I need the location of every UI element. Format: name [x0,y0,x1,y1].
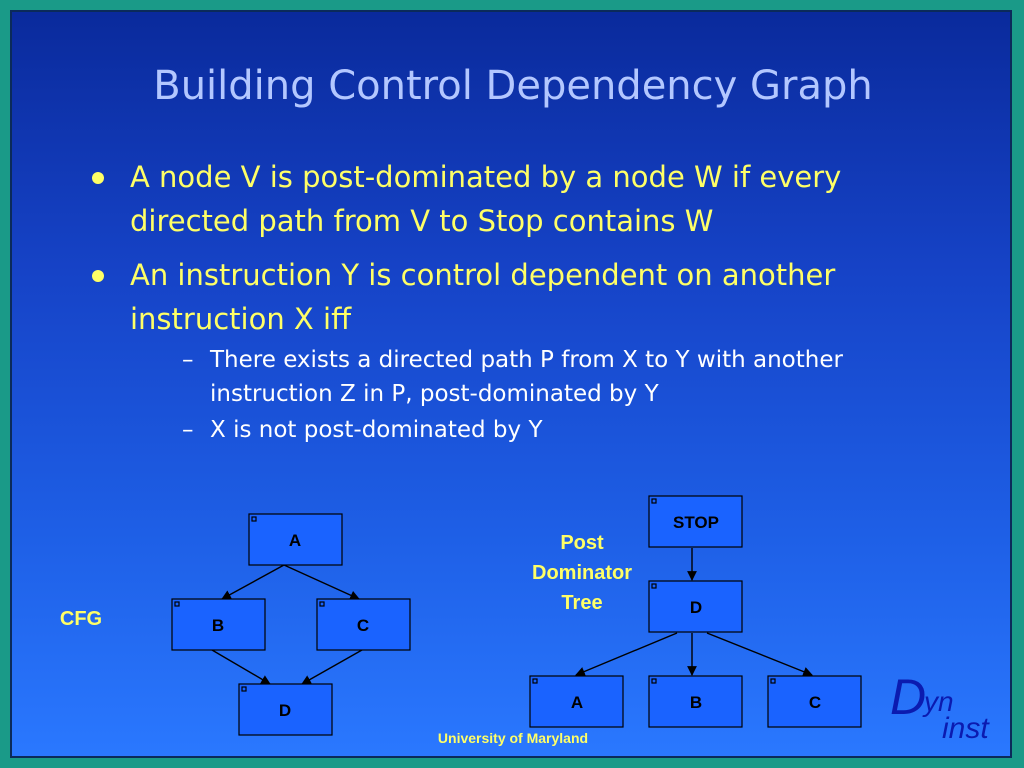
bullet-text: An instruction Y is control dependent on… [130,258,836,336]
sub-bullet-item: – There exists a directed path P from X … [130,343,932,411]
logo-yn-text: yn [924,686,954,717]
pdt-node-stop: STOP [648,495,743,548]
cfg-edge-a-c [283,564,360,600]
cfg-node-b: B [171,598,266,651]
pdt-node-d-label: D [690,598,702,617]
footer-university: University of Maryland [437,730,589,746]
bullet-text: A node V is post-dominated by a node W i… [130,160,842,238]
pdt-node-c-label: C [809,693,821,712]
cfg-edge-a-b [221,564,285,600]
bullet-item: A node V is post-dominated by a node W i… [92,155,932,243]
bullet-item: An instruction Y is control dependent on… [92,253,932,447]
cfg-edge-b-d [211,649,271,685]
slide: Building Control Dependency Graph A node… [10,10,1012,758]
pdt-node-a-label: A [571,693,583,712]
pdt-caption-line: Tree [561,592,603,614]
bullet-dot-icon [92,270,104,282]
cfg-node-c: C [316,598,411,651]
cfg-node-a-label: A [289,531,301,550]
cfg-caption: CFG [59,608,103,630]
cfg-node-a: A [248,513,343,566]
sub-bullet-item: – X is not post-dominated by Y [130,413,932,447]
cfg-node-c-label: C [357,616,369,635]
pdt-node-b: B [648,675,743,728]
cfg-node-d: D [238,683,333,736]
pdt-node-b-label: B [690,693,702,712]
bullet-list: A node V is post-dominated by a node W i… [92,155,932,457]
logo-d-letter: D [890,669,927,725]
pdt-node-a: A [529,675,624,728]
cfg-edge-c-d [301,649,363,685]
slide-title: Building Control Dependency Graph [153,63,873,109]
pdt-node-c: C [767,675,862,728]
graph-diagrams: A B C D [171,495,862,736]
dash-icon: – [182,417,194,443]
sub-bullet-text: X is not post-dominated by Y [210,417,543,443]
cfg-node-d-label: D [279,701,291,720]
pdt-caption-line: Dominator [532,562,632,584]
pdt-caption-line: Post [560,532,604,554]
sub-bullet-text: There exists a directed path P from X to… [210,347,843,407]
logo-inst-text: inst [942,712,989,745]
cfg-node-b-label: B [212,616,224,635]
bullet-dot-icon [92,172,104,184]
pdt-edge-d-c [706,632,813,677]
pdt-caption: Post Dominator Tree [510,528,654,618]
dash-icon: – [182,347,194,373]
pdt-edge-d-a [575,632,678,677]
pdt-node-stop-label: STOP [673,513,719,532]
pdt-node-d: D [648,580,743,633]
